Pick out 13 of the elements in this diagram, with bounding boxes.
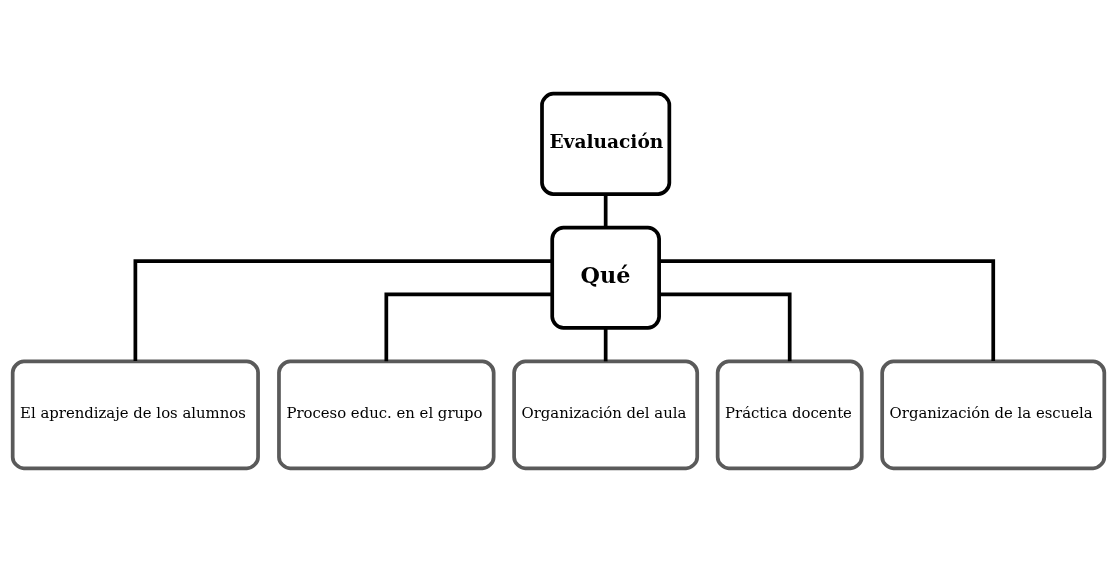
connector [659, 259, 996, 362]
node-box: Proceso educ. en el grupo [277, 359, 496, 471]
node-box: Organización de la escuela [880, 359, 1107, 471]
node-box: Práctica docente [715, 359, 864, 471]
node-box: Organización del aula [512, 359, 700, 471]
connector [133, 259, 553, 362]
connector [659, 292, 792, 362]
node-box: Qué [550, 225, 661, 330]
node-box: El aprendizaje de los alumnos [10, 359, 260, 471]
connector [384, 292, 552, 362]
connector [603, 328, 608, 362]
node-box: Evaluación [540, 91, 672, 196]
connector [603, 194, 608, 228]
